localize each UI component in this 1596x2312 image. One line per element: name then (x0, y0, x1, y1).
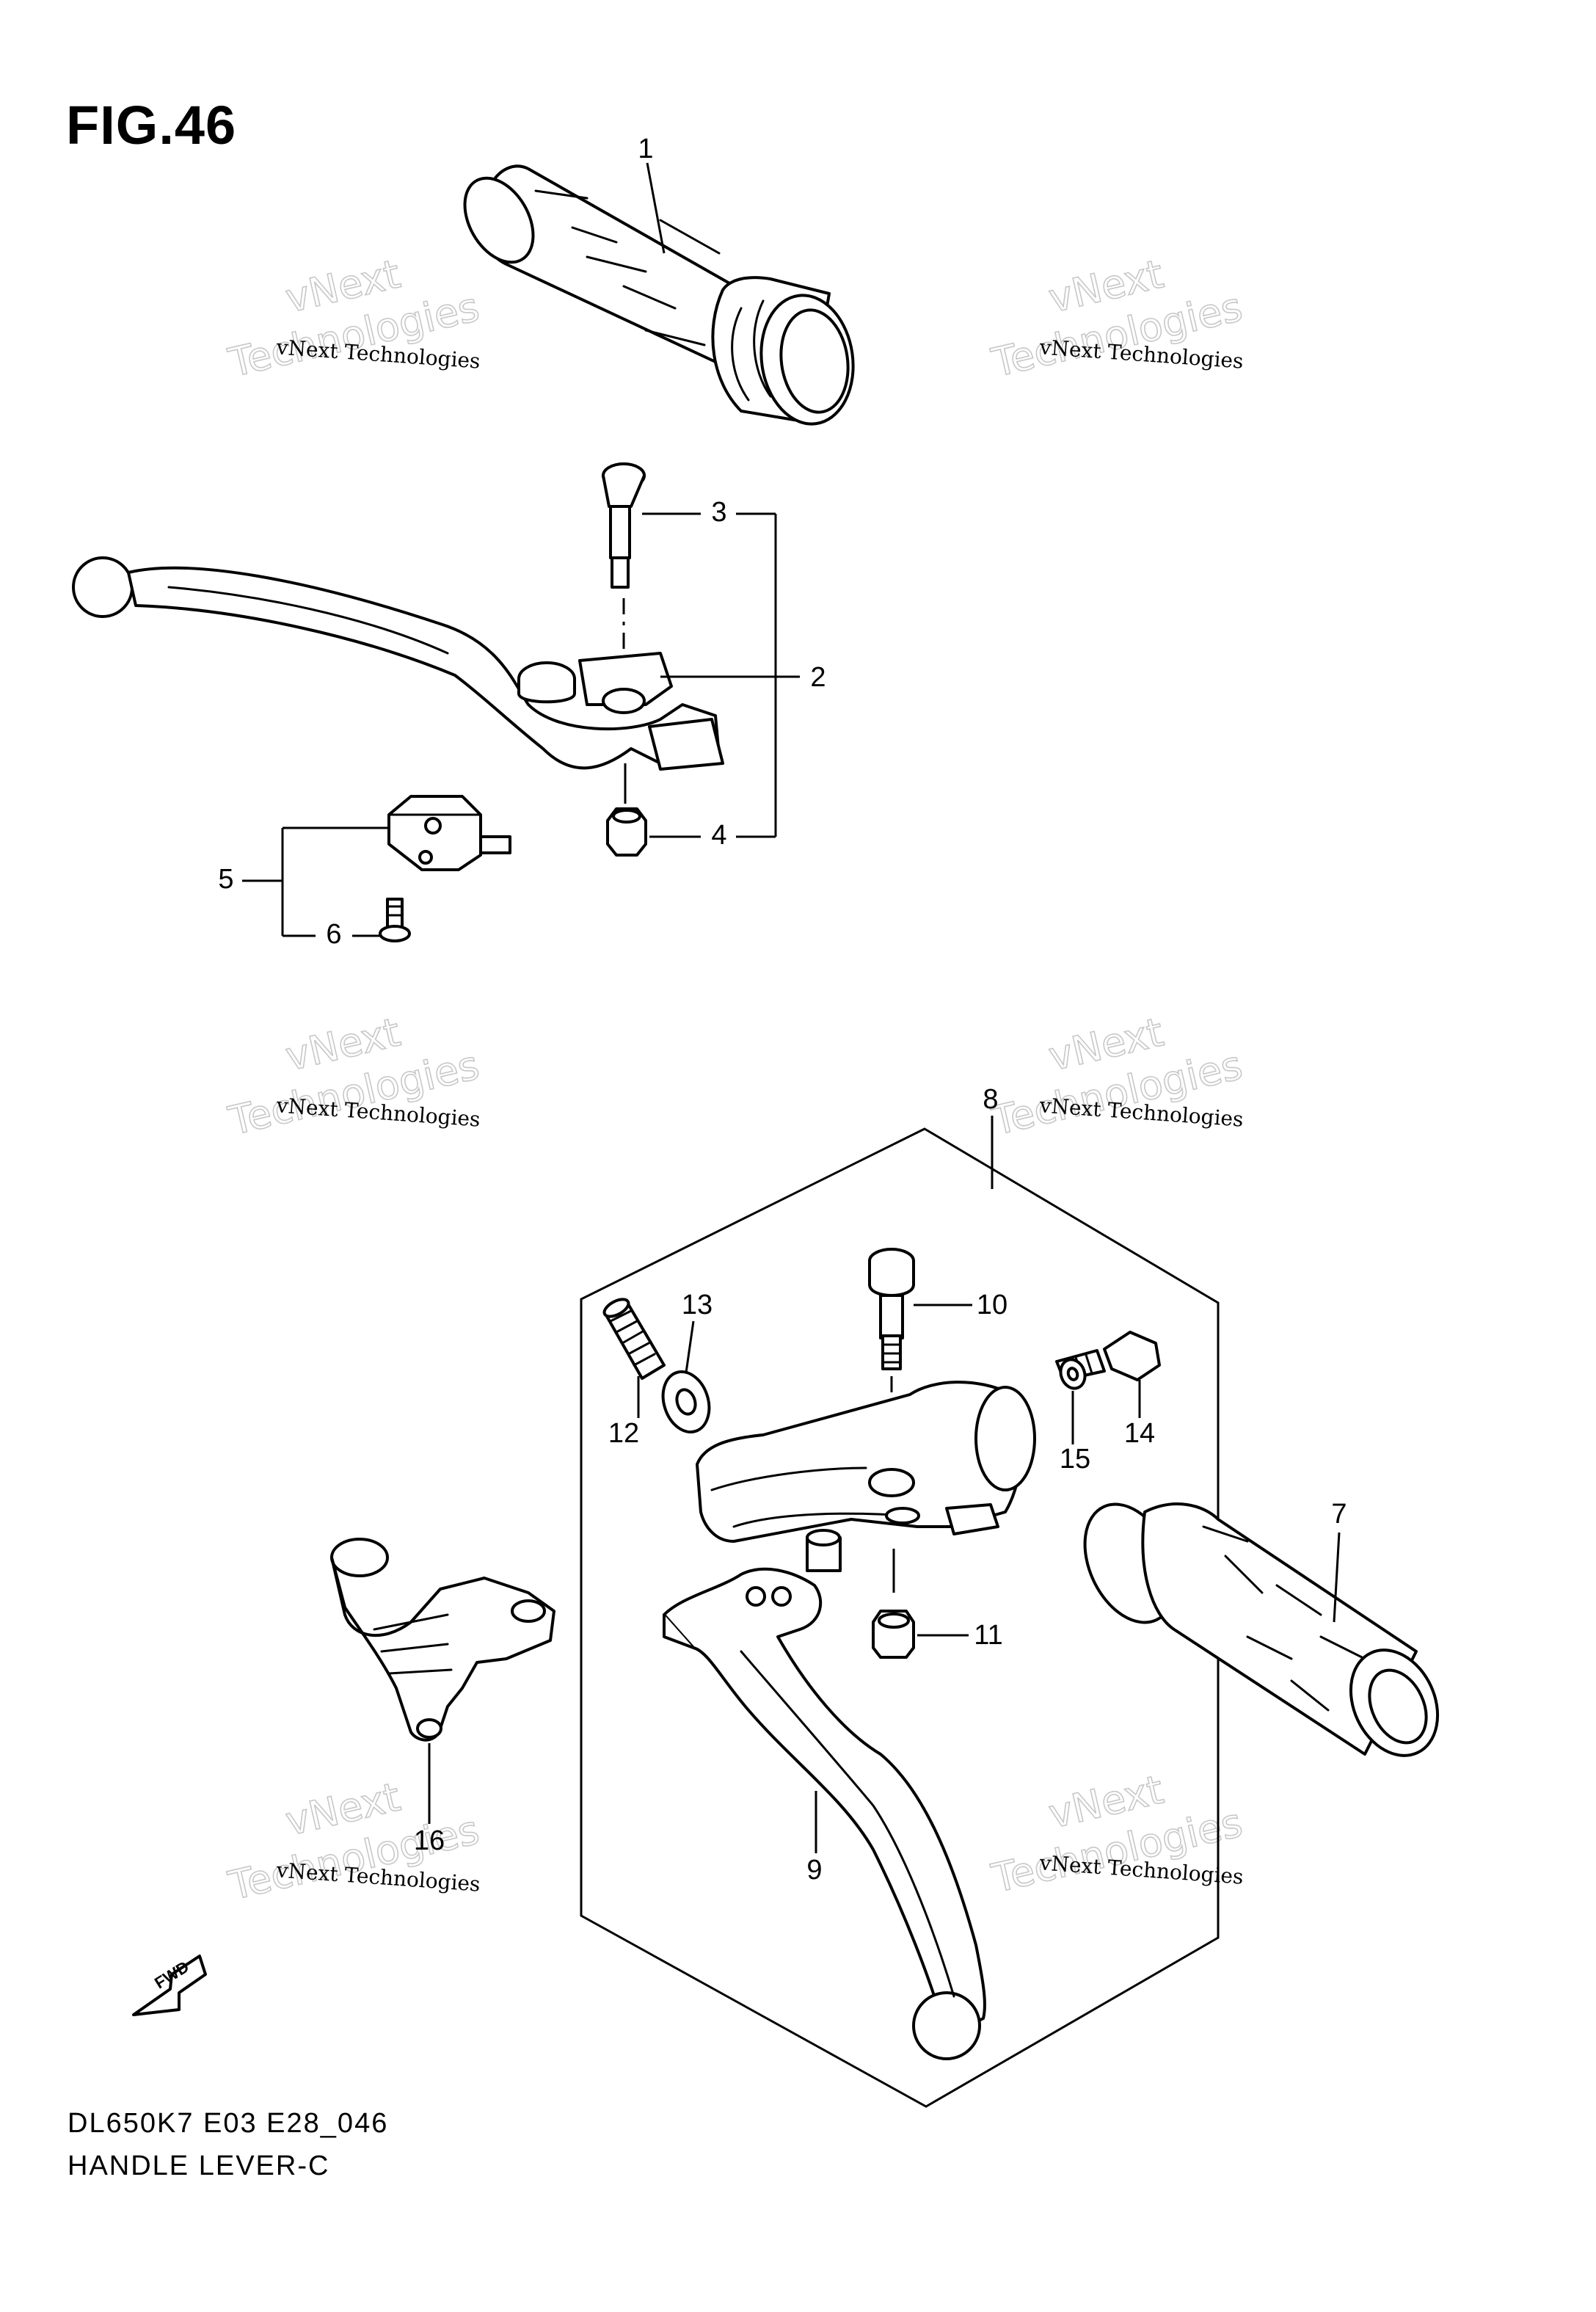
callout-13: 13 (682, 1290, 713, 1373)
callout-number: 5 (218, 864, 233, 895)
part-1-handle-grip (463, 164, 855, 426)
part-11-nut (872, 1610, 915, 1659)
callout-number: 14 (1124, 1418, 1155, 1449)
callout-3-4-bracket: 3 4 (642, 497, 777, 851)
callout-10: 10 (914, 1290, 1007, 1320)
callout-11: 11 (917, 1620, 1003, 1651)
callout-number: 4 (711, 820, 726, 851)
callout-5-6-bracket: 5 6 (218, 826, 389, 950)
part-13-adjuster-nut (661, 1370, 711, 1434)
watermark-mid-right: vNext Technologies vNext Technologies (987, 1008, 1247, 1145)
part-2-brake-lever (72, 556, 724, 771)
callout-number: 13 (682, 1290, 713, 1320)
model-code: DL650K7 E03 E28_046 (68, 2108, 389, 2139)
part-4-nut (606, 807, 647, 857)
callout-2: 2 (660, 662, 826, 693)
watermark-bottom-right: vNext Technologies vNext Technologies (987, 1766, 1247, 1902)
part-group-name: HANDLE LEVER-C (68, 2151, 330, 2181)
callout-8: 8 (983, 1084, 999, 1189)
callout-16: 16 (414, 1743, 445, 1856)
callout-number: 10 (977, 1290, 1007, 1320)
callout-number: 11 (974, 1620, 1002, 1651)
callout-number: 12 (608, 1418, 639, 1449)
callout-number: 6 (326, 919, 341, 950)
watermark-mid-left: vNext Technologies vNext Technologies (224, 1008, 484, 1145)
callout-15: 15 (1060, 1391, 1090, 1475)
part-10-pivot-bolt (868, 1248, 915, 1370)
part-7-left-grip (1083, 1502, 1440, 1757)
clutch-lever-holder (696, 1381, 1036, 1572)
callout-14: 14 (1124, 1380, 1155, 1449)
callout-number: 9 (806, 1855, 822, 1886)
part-3-pivot-bolt (602, 462, 646, 589)
callout-number: 16 (414, 1825, 445, 1856)
part-8-assembly-outline (580, 1127, 1220, 2108)
part-9-clutch-lever (663, 1567, 986, 2060)
callout-7: 7 (1331, 1499, 1347, 1623)
part-12-adjuster (602, 1298, 666, 1380)
callout-number: 15 (1060, 1444, 1090, 1475)
part-6-screw (379, 898, 411, 942)
part-16-clutch-switch (330, 1538, 555, 1742)
callout-12: 12 (608, 1376, 640, 1449)
part-15-washer (1059, 1358, 1087, 1390)
watermark-top-left: vNext Technologies vNext Technologies (224, 250, 484, 387)
figure-title: FIG.46 (66, 95, 237, 156)
callout-1: 1 (638, 134, 666, 254)
callout-number: 1 (638, 134, 653, 164)
watermark-top-right: vNext Technologies vNext Technologies (987, 250, 1247, 387)
fwd-direction-arrow: FWD (132, 1955, 207, 2016)
callout-9: 9 (806, 1791, 823, 1886)
part-5-brake-light-switch (387, 795, 511, 871)
callout-number: 3 (711, 497, 726, 528)
callout-number: 8 (983, 1084, 998, 1115)
callout-number: 2 (810, 662, 826, 693)
callout-number: 7 (1331, 1499, 1347, 1530)
